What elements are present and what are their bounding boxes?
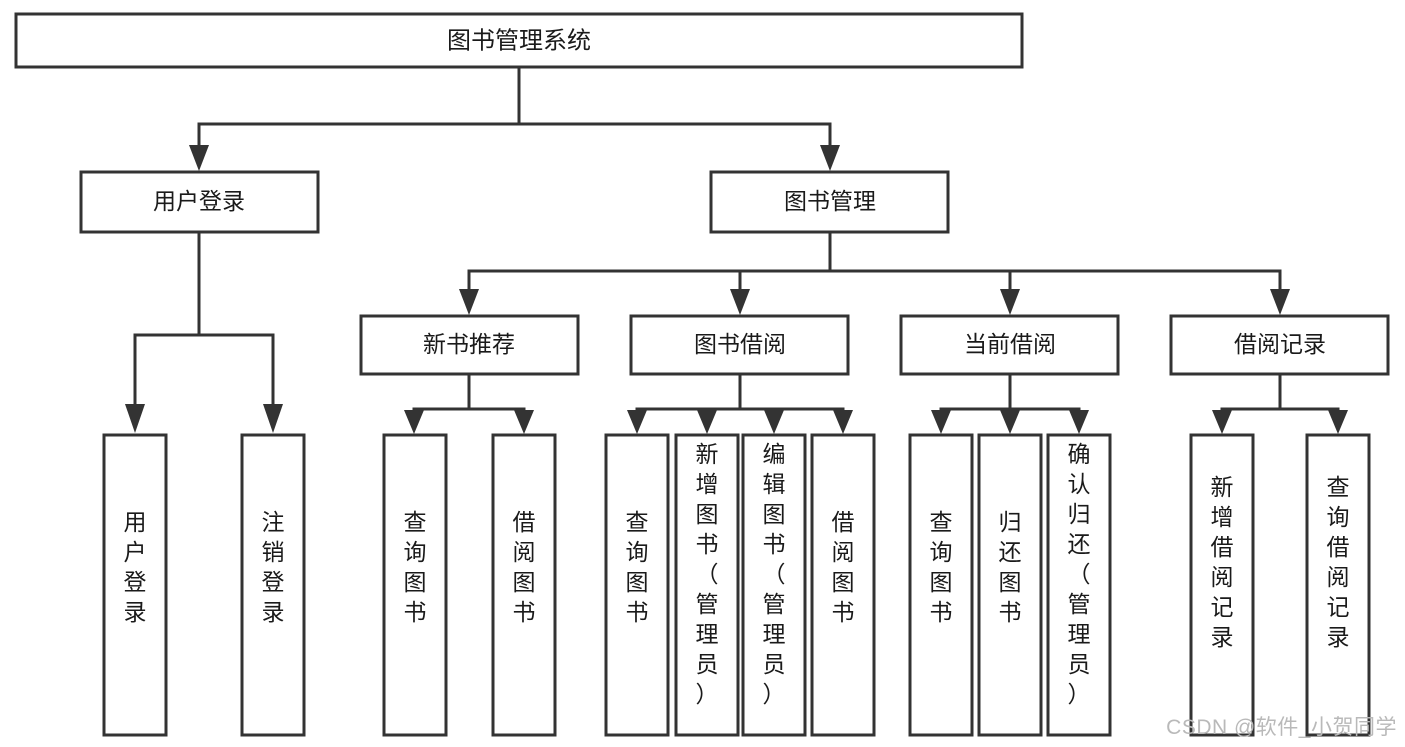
arrow-down-icon bbox=[459, 289, 479, 315]
arrow-down-icon bbox=[730, 289, 750, 315]
arrow-down-icon bbox=[263, 404, 283, 433]
leaf-book-borrow-1[interactable]: 新增图书（管理员） bbox=[674, 433, 740, 737]
arrow-down-icon bbox=[820, 145, 840, 171]
arrow-down-icon bbox=[404, 410, 424, 434]
leaf-box bbox=[1189, 433, 1255, 737]
new-book-recommend-label: 新书推荐 bbox=[423, 331, 515, 357]
arrow-down-icon bbox=[1000, 410, 1020, 434]
leaf-box bbox=[102, 433, 168, 737]
leaf-label: 借阅图书 bbox=[832, 509, 855, 625]
leaf-box bbox=[674, 433, 740, 737]
arrow-down-icon bbox=[189, 145, 209, 171]
leaf-box bbox=[741, 433, 807, 737]
leaf-label: 编辑图书（管理员） bbox=[763, 441, 786, 707]
arrow-down-icon bbox=[1069, 410, 1089, 434]
arrow-down-icon bbox=[1328, 410, 1348, 434]
user-login-box bbox=[79, 170, 320, 234]
root-label: 图书管理系统 bbox=[447, 27, 591, 54]
connector-current-borrow-to-leaves bbox=[931, 372, 1089, 434]
leaf-new-book-1[interactable]: 借阅图书 bbox=[491, 433, 557, 737]
leaf-current-borrow-1[interactable]: 归还图书 bbox=[977, 433, 1043, 737]
arrow-down-icon bbox=[1212, 410, 1232, 434]
borrow-record-label: 借阅记录 bbox=[1234, 331, 1326, 357]
leaf-box bbox=[810, 433, 876, 737]
node-book-management[interactable]: 图书管理 bbox=[709, 170, 950, 234]
user-login-label: 用户登录 bbox=[153, 188, 245, 214]
arrow-down-icon bbox=[833, 410, 853, 434]
arrow-down-icon bbox=[931, 410, 951, 434]
arrow-down-icon bbox=[1000, 289, 1020, 315]
book-borrow-label: 图书借阅 bbox=[694, 331, 786, 357]
leaf-label: 确认归还（管理员） bbox=[1068, 441, 1091, 707]
leaf-current-borrow-2[interactable]: 确认归还（管理员） bbox=[1046, 433, 1112, 737]
node-book-borrow[interactable]: 图书借阅 bbox=[629, 314, 850, 376]
node-current-borrow[interactable]: 当前借阅 bbox=[899, 314, 1120, 376]
leaf-label: 归还图书 bbox=[999, 509, 1022, 625]
connector-borrow-record-to-leaves bbox=[1212, 372, 1348, 434]
leaf-label: 查询图书 bbox=[626, 509, 649, 625]
arrow-down-icon bbox=[514, 410, 534, 434]
leaf-label: 新增图书（管理员） bbox=[696, 441, 719, 707]
leaf-user-login-0[interactable]: 用户登录 bbox=[102, 433, 168, 737]
book-management-label: 图书管理 bbox=[784, 188, 876, 214]
arrow-down-icon bbox=[764, 410, 784, 434]
leaf-borrow-record-1[interactable]: 查询借阅记录 bbox=[1305, 433, 1371, 737]
current-borrow-label: 当前借阅 bbox=[964, 331, 1056, 357]
leaf-book-borrow-0[interactable]: 查询图书 bbox=[604, 433, 670, 737]
arrow-down-icon bbox=[1270, 289, 1290, 315]
leaf-label: 借阅图书 bbox=[513, 509, 536, 625]
connector-book-borrow-to-leaves bbox=[627, 372, 853, 434]
leaf-label: 注销登录 bbox=[262, 509, 285, 625]
arrow-down-icon bbox=[627, 410, 647, 434]
arrow-down-icon bbox=[125, 404, 145, 433]
node-root[interactable]: 图书管理系统 bbox=[14, 12, 1024, 69]
new-book-recommend-box bbox=[359, 314, 580, 376]
leaf-label: 查询借阅记录 bbox=[1327, 474, 1350, 650]
node-borrow-record[interactable]: 借阅记录 bbox=[1169, 314, 1390, 376]
leaf-label: 新增借阅记录 bbox=[1211, 474, 1234, 650]
leaf-box bbox=[1046, 433, 1112, 737]
leaf-book-borrow-3[interactable]: 借阅图书 bbox=[810, 433, 876, 737]
leaf-box bbox=[977, 433, 1043, 737]
leaf-box bbox=[1305, 433, 1371, 737]
leaf-box bbox=[604, 433, 670, 737]
connector-user-login-to-leaves bbox=[125, 230, 283, 433]
root-box bbox=[14, 12, 1024, 69]
leaf-borrow-record-0[interactable]: 新增借阅记录 bbox=[1189, 433, 1255, 737]
leaf-box bbox=[908, 433, 974, 737]
leaf-label: 查询图书 bbox=[404, 509, 427, 625]
leaf-book-borrow-2[interactable]: 编辑图书（管理员） bbox=[741, 433, 807, 737]
leaf-current-borrow-0[interactable]: 查询图书 bbox=[908, 433, 974, 737]
current-borrow-box bbox=[899, 314, 1120, 376]
leaf-label: 查询图书 bbox=[930, 509, 953, 625]
connector-book-management-to-level3 bbox=[459, 230, 1290, 315]
leaf-user-login-1[interactable]: 注销登录 bbox=[240, 433, 306, 737]
leaf-box bbox=[382, 433, 448, 737]
leaf-box bbox=[491, 433, 557, 737]
arrow-down-icon bbox=[697, 410, 717, 434]
connector-root-to-level2 bbox=[189, 65, 840, 171]
leaf-new-book-0[interactable]: 查询图书 bbox=[382, 433, 448, 737]
leaf-label: 用户登录 bbox=[124, 509, 147, 625]
node-new-book-recommend[interactable]: 新书推荐 bbox=[359, 314, 580, 376]
connector-new-book-to-leaves bbox=[404, 372, 534, 434]
node-user-login[interactable]: 用户登录 bbox=[79, 170, 320, 234]
leaf-box bbox=[240, 433, 306, 737]
